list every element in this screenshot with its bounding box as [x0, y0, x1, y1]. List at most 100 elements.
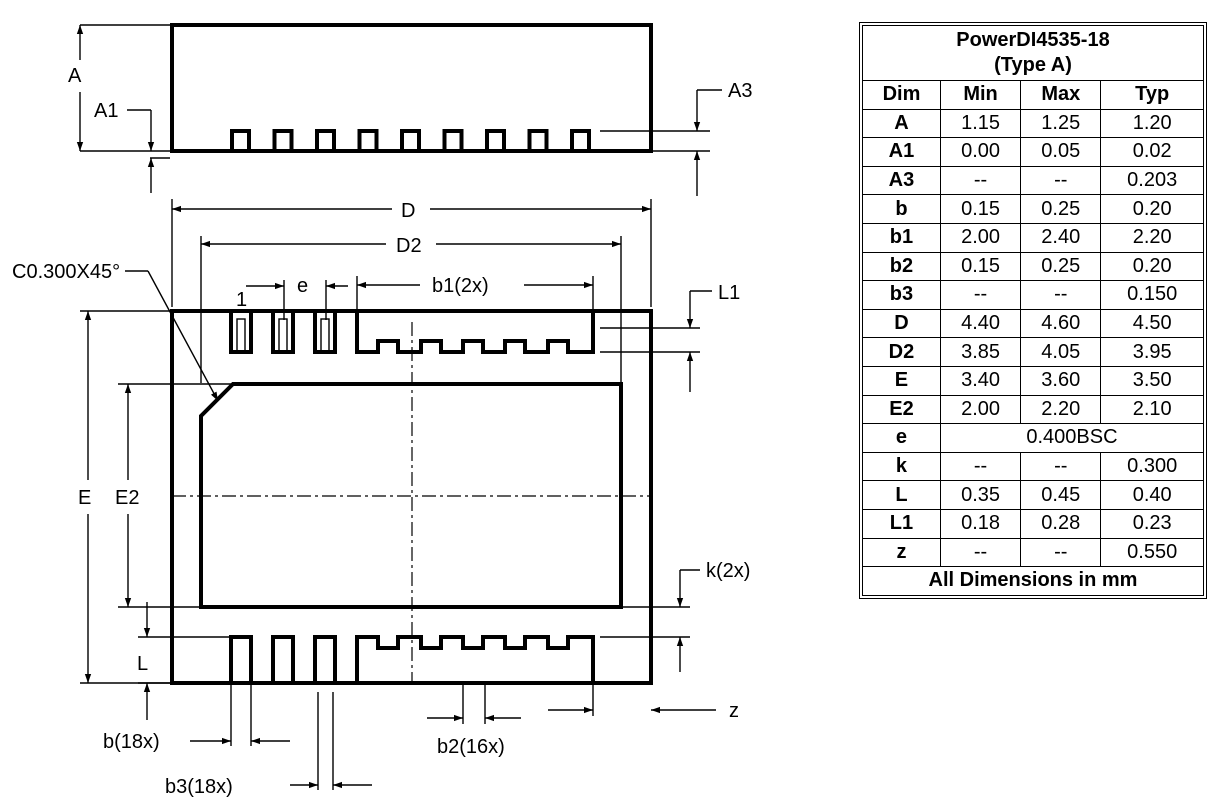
side-pin: [527, 129, 549, 153]
dim-b: b(18x): [103, 683, 290, 753]
dim-D2: D2: [200, 235, 622, 383]
cell-min: --: [939, 451, 1022, 482]
cell-min: 4.40: [939, 308, 1022, 339]
cell-min: 1.15: [939, 108, 1022, 139]
cell-dim: A: [862, 108, 941, 139]
cell-max: 2.20: [1020, 394, 1102, 425]
cell-max: 0.25: [1020, 194, 1102, 224]
cell-max: --: [1020, 451, 1102, 482]
label-A1: A1: [94, 100, 118, 122]
table-header-row: Dim Min Max Typ: [862, 80, 1204, 110]
cell-min: 0.18: [939, 508, 1022, 539]
label-L1: L1: [718, 282, 740, 304]
cell-max: 0.45: [1020, 480, 1102, 510]
cell-dim: D: [862, 308, 941, 339]
cell-typ: 2.10: [1100, 394, 1204, 425]
cell-max: 1.25: [1020, 108, 1102, 139]
cell-typ: 0.20: [1100, 194, 1204, 224]
side-pin: [272, 129, 294, 153]
label-b3: b3(18x): [165, 776, 233, 798]
cell-min: 2.00: [939, 394, 1022, 425]
dim-k: k(2x): [600, 560, 750, 672]
label-k: k(2x): [706, 560, 750, 582]
cell-max: --: [1020, 537, 1102, 568]
cell-dim: D2: [862, 337, 941, 367]
header-typ: Typ: [1100, 80, 1204, 110]
lead-bottom: [229, 635, 253, 685]
label-D2: D2: [396, 235, 422, 257]
side-pin: [485, 129, 506, 153]
cell-dim: A3: [862, 165, 941, 196]
lead-top: [271, 309, 295, 354]
top-individual-leads: [229, 309, 337, 354]
cell-min: 2.00: [939, 222, 1022, 253]
cell-typ: 4.50: [1100, 308, 1204, 339]
side-pin: [570, 129, 591, 153]
table-title: PowerDI4535-18 (Type A): [862, 25, 1204, 81]
cell-min: 0.00: [939, 137, 1022, 167]
table-row: A3----0.203: [862, 165, 1204, 196]
side-pin: [357, 129, 379, 153]
cell-typ: 1.20: [1100, 108, 1204, 139]
lead-top-inner: [236, 318, 246, 353]
label-b2: b2(16x): [437, 736, 505, 758]
table-row: b3----0.150: [862, 280, 1204, 310]
cell-max: 0.28: [1020, 508, 1102, 539]
cell-typ: 0.203: [1100, 165, 1204, 196]
dim-E2: E2: [115, 383, 231, 608]
dimension-table: PowerDI4535-18 (Type A) Dim Min Max Typ …: [859, 22, 1207, 599]
cell-dim: z: [862, 537, 941, 568]
cell-dim: E2: [862, 394, 941, 425]
cell-max: 0.25: [1020, 251, 1102, 282]
table-title-line2: (Type A): [994, 54, 1072, 76]
label-z: z: [729, 700, 739, 722]
label-A: A: [68, 65, 82, 87]
side-pin: [315, 129, 336, 153]
cell-dim: b2: [862, 251, 941, 282]
dim-b2: b2(16x): [427, 683, 521, 758]
side-pin: [442, 129, 464, 153]
side-view-pins: [230, 129, 591, 153]
cell-max: --: [1020, 165, 1102, 196]
header-dim: Dim: [862, 80, 941, 110]
cell-dim: b3: [862, 280, 941, 310]
bottom-view: [170, 309, 653, 685]
cell-dim: L: [862, 480, 941, 510]
cell-dim: b: [862, 194, 941, 224]
side-pin: [230, 129, 251, 153]
cell-typ: 0.02: [1100, 137, 1204, 167]
header-max: Max: [1020, 80, 1102, 110]
dim-L1: L1: [600, 282, 740, 392]
cell-dim: k: [862, 451, 941, 482]
cell-typ: 0.550: [1100, 537, 1204, 568]
cell-max: 4.60: [1020, 308, 1102, 339]
lead-bottom: [313, 635, 337, 685]
label-chamfer: C0.300X45°: [12, 261, 120, 283]
cell-max: 4.05: [1020, 337, 1102, 367]
cell-typ: 0.40: [1100, 480, 1204, 510]
table-footer: All Dimensions in mm: [862, 566, 1204, 596]
chamfer-callout: C0.300X45°: [12, 261, 219, 402]
cell-max: 0.05: [1020, 137, 1102, 167]
label-D: D: [401, 200, 415, 222]
cell-dim: E: [862, 365, 941, 396]
cell-dim: e: [862, 423, 941, 453]
bottom-individual-leads: [229, 635, 337, 685]
cell-typ: 3.95: [1100, 337, 1204, 367]
cell-typ: 3.50: [1100, 365, 1204, 396]
bottom-merged-lead: [355, 635, 595, 685]
cell-min: --: [939, 165, 1022, 196]
dim-L: L: [137, 602, 231, 720]
cell-min: --: [939, 280, 1022, 310]
cell-max: --: [1020, 280, 1102, 310]
cell-span: 0.400BSC: [939, 423, 1205, 453]
lead-top-inner: [278, 318, 288, 353]
dim-e: 1 e: [236, 275, 348, 320]
cell-min: 3.40: [939, 365, 1022, 396]
